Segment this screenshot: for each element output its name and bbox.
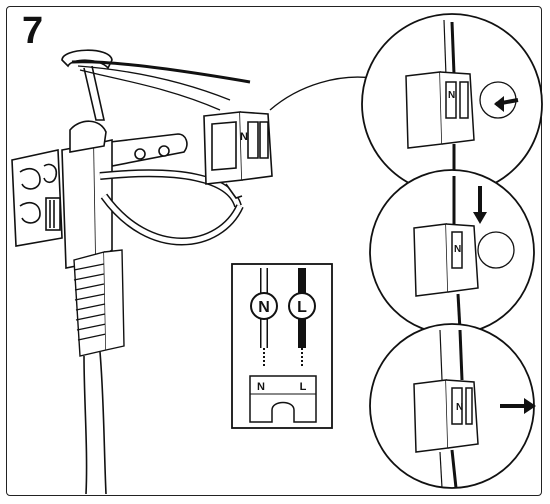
neutral-symbol <box>250 292 278 320</box>
detail-connector-mark-2: N <box>454 244 461 255</box>
neutral-symbol-label: N <box>258 299 270 316</box>
finger-press-icon <box>477 231 515 269</box>
detail-connector-mark-3: N <box>456 402 463 413</box>
detail-circle-release: N <box>369 323 536 489</box>
live-symbol <box>288 292 316 320</box>
terminal-neutral-label: N <box>257 381 265 393</box>
terminal-live-label: L <box>300 381 307 393</box>
mounting-bracket <box>11 120 188 269</box>
cable-strain-relief <box>73 249 125 357</box>
detail-circle-insert: N <box>361 13 543 195</box>
terminal-block-mark: N <box>240 131 248 143</box>
power-cord <box>83 351 107 495</box>
illustration-frame <box>6 6 542 496</box>
live-symbol-label: L <box>297 299 307 316</box>
ceiling-hook-bracket <box>61 49 251 121</box>
wiring-legend: N L N L <box>231 263 333 429</box>
detail-circle-press: N <box>369 169 535 335</box>
detail-connector-mark: N <box>448 90 455 101</box>
internal-wires <box>99 169 244 246</box>
step-number: 7 <box>22 10 44 52</box>
terminal-block: N <box>203 111 273 199</box>
callout-leader <box>269 76 373 111</box>
